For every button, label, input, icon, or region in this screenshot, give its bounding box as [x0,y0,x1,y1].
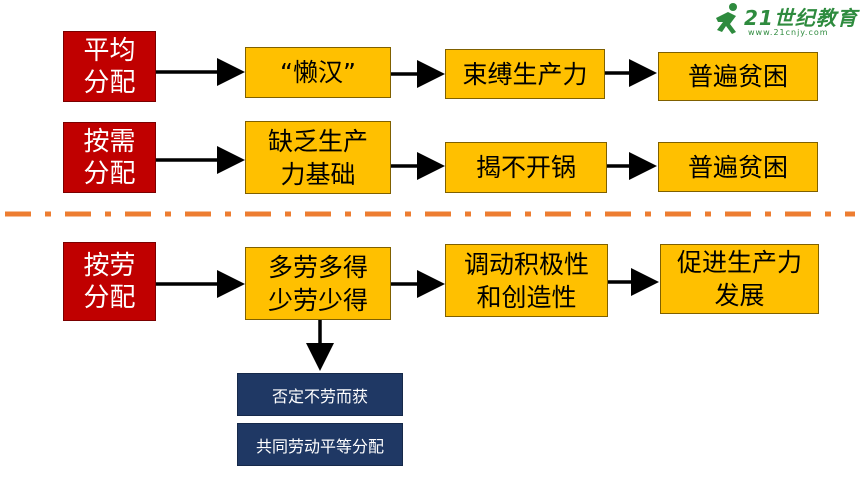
category-needs-distribution: 按需 分配 [63,122,156,193]
step-lazy: “懒汉” [245,47,391,98]
step-more-work-more-gain: 多劳多得 少劳少得 [245,247,391,320]
category-average-distribution: 平均 分配 [63,31,156,102]
step-widespread-poverty-1: 普遍贫困 [658,52,818,101]
note-equal-distribution: 共同劳动平等分配 [237,423,403,466]
logo-subtext: www.21cnjy.com [748,28,829,37]
note-deny-unearned-gain: 否定不劳而获 [237,373,403,416]
step-restrain-productivity: 束缚生产力 [445,49,605,99]
step-widespread-poverty-2: 普遍贫困 [658,142,818,192]
step-cannot-make-ends-meet: 揭不开锅 [445,142,607,193]
logo [706,0,856,44]
step-lack-productivity-base: 缺乏生产 力基础 [245,121,391,194]
runner-icon [716,3,737,34]
step-motivate-creativity: 调动积极性 和创造性 [445,244,608,317]
category-labor-distribution: 按劳 分配 [63,242,156,321]
step-promote-productivity: 促进生产力 发展 [660,244,819,314]
logo-text: 21世纪教育 [744,6,858,30]
